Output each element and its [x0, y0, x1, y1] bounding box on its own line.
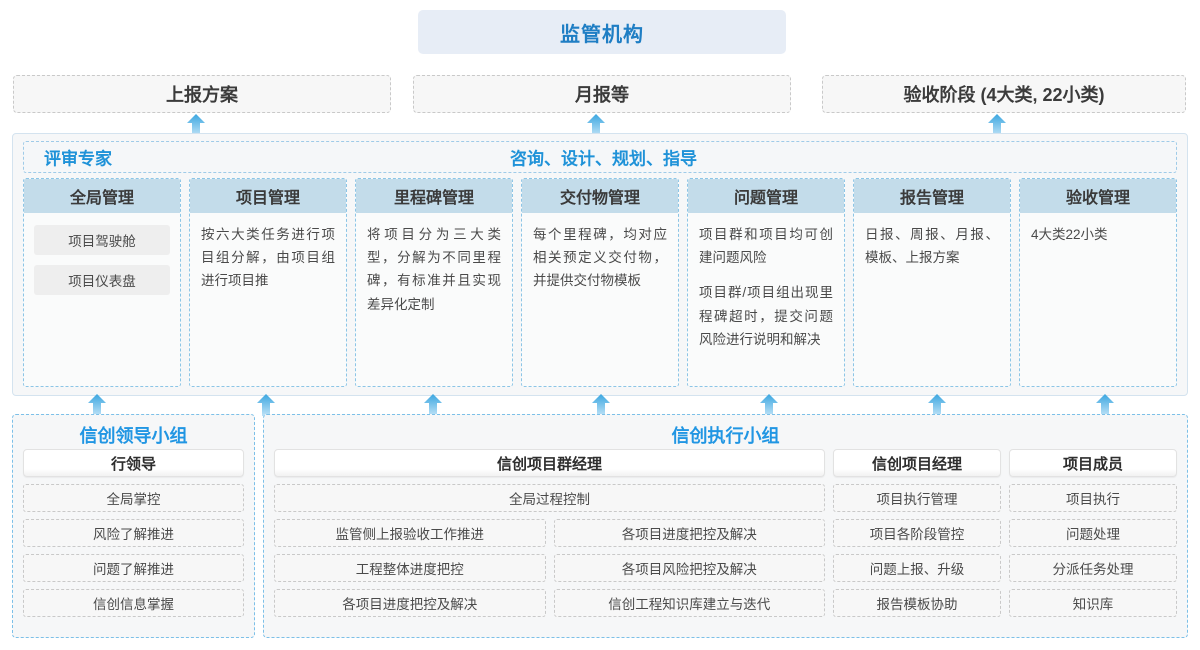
role-header-program-manager[interactable]: 信创项目群经理: [274, 449, 825, 477]
card-title: 交付物管理: [522, 179, 678, 213]
card-title: 里程碑管理: [356, 179, 512, 213]
card-body: 每个里程碑，均对应相关预定义交付物，并提供交付物模板: [522, 213, 678, 303]
task-item[interactable]: 问题处理: [1009, 519, 1177, 547]
management-card-project[interactable]: 项目管理 按六大类任务进行项目组分解，由项目组进行项目推: [189, 178, 347, 387]
report-box-monthly-report[interactable]: 月报等: [413, 75, 791, 113]
project-member-column: 项目成员 项目执行 问题处理 分派任务处理 知识库: [1009, 449, 1177, 617]
task-item[interactable]: 各项目进度把控及解决: [553, 519, 825, 547]
task-item[interactable]: 问题了解推进: [23, 554, 244, 582]
task-item[interactable]: 项目执行管理: [833, 484, 1001, 512]
label-review-experts: 评审专家: [44, 149, 112, 169]
arrow-up-icon: [1096, 394, 1114, 416]
program-manager-tasks: 全局过程控制 监管侧上报验收工作推进 各项目进度把控及解决 工程整体进度把控 各…: [274, 484, 825, 624]
card-title: 问题管理: [688, 179, 844, 213]
management-card-acceptance[interactable]: 验收管理 4大类22小类: [1019, 178, 1177, 387]
card-title: 报告管理: [854, 179, 1010, 213]
task-item[interactable]: 监管侧上报验收工作推进: [274, 519, 546, 547]
card-title: 项目管理: [190, 179, 346, 213]
card-title: 全局管理: [24, 179, 180, 213]
management-card-deliverable[interactable]: 交付物管理 每个里程碑，均对应相关预定义交付物，并提供交付物模板: [521, 178, 679, 387]
organization-row: 信创领导小组 行领导 全局掌控 风险了解推进 问题了解推进 信创信息掌握 信创执…: [12, 414, 1188, 638]
management-card-milestone[interactable]: 里程碑管理 将项目分为三大类型，分解为不同里程碑，有标准并且实现差异化定制: [355, 178, 513, 387]
report-box-acceptance-stage[interactable]: 验收阶段 (4大类, 22小类): [822, 75, 1186, 113]
project-manager-column: 信创项目经理 项目执行管理 项目各阶段管控 问题上报、升级 报告模板协助: [833, 449, 1001, 617]
management-card-row: 全局管理 项目驾驶舱 项目仪表盘 项目管理 按六大类任务进行项目组分解，由项目组…: [23, 178, 1177, 387]
report-box-label: 上报方案: [166, 85, 238, 105]
leader-group-panel: 信创领导小组 行领导 全局掌控 风险了解推进 问题了解推进 信创信息掌握: [12, 414, 255, 638]
management-card-report[interactable]: 报告管理 日报、周报、月报、模板、上报方案: [853, 178, 1011, 387]
arrow-up-icon: [257, 394, 275, 416]
program-manager-column: 信创项目群经理 全局过程控制 监管侧上报验收工作推进 各项目进度把控及解决 工程…: [274, 449, 825, 624]
task-item[interactable]: 分派任务处理: [1009, 554, 1177, 582]
task-item[interactable]: 全局掌控: [23, 484, 244, 512]
task-item[interactable]: 报告模板协助: [833, 589, 1001, 617]
card-paragraph: 项目群和项目均可创建问题风险: [699, 227, 833, 266]
task-item[interactable]: 全局过程控制: [274, 484, 825, 512]
pill-item[interactable]: 项目驾驶舱: [34, 225, 170, 255]
arrow-up-icon: [928, 394, 946, 416]
role-header-project-manager[interactable]: 信创项目经理: [833, 449, 1001, 477]
task-item[interactable]: 知识库: [1009, 589, 1177, 617]
card-paragraph: 将项目分为三大类型，分解为不同里程碑，有标准并且实现差异化定制: [367, 227, 501, 312]
report-box-label: 月报等: [575, 85, 629, 105]
card-paragraph: 项目群/项目组出现里程碑超时，提交问题风险进行说明和解决: [699, 285, 833, 347]
regulator-banner: 监管机构: [418, 10, 786, 54]
arrow-up-icon: [587, 114, 605, 136]
task-item[interactable]: 信创信息掌握: [23, 589, 244, 617]
task-item[interactable]: 问题上报、升级: [833, 554, 1001, 582]
regulator-label: 监管机构: [560, 23, 644, 46]
card-body: 将项目分为三大类型，分解为不同里程碑，有标准并且实现差异化定制: [356, 213, 512, 326]
task-item[interactable]: 信创工程知识库建立与迭代: [553, 589, 825, 617]
task-item[interactable]: 各项目进度把控及解决: [274, 589, 546, 617]
card-body: 4大类22小类: [1020, 213, 1176, 256]
card-paragraph: 每个里程碑，均对应相关预定义交付物，并提供交付物模板: [533, 227, 667, 289]
card-body: 日报、周报、月报、模板、上报方案: [854, 213, 1010, 279]
role-header-bank-leader[interactable]: 行领导: [23, 449, 244, 477]
arrow-up-icon: [187, 114, 205, 136]
card-body: 项目群和项目均可创建问题风险 项目群/项目组出现里程碑超时，提交问题风险进行说明…: [688, 213, 844, 361]
task-item[interactable]: 项目执行: [1009, 484, 1177, 512]
card-body: 按六大类任务进行项目组分解，由项目组进行项目推: [190, 213, 346, 303]
arrow-up-icon: [424, 394, 442, 416]
task-item[interactable]: 工程整体进度把控: [274, 554, 546, 582]
exec-group-title: 信创执行小组: [671, 426, 780, 446]
arrow-up-icon: [988, 114, 1006, 136]
arrow-up-icon: [592, 394, 610, 416]
task-item[interactable]: 风险了解推进: [23, 519, 244, 547]
task-item[interactable]: 各项目风险把控及解决: [553, 554, 825, 582]
pill-item[interactable]: 项目仪表盘: [34, 265, 170, 295]
role-header-project-member[interactable]: 项目成员: [1009, 449, 1177, 477]
card-paragraph: 日报、周报、月报、模板、上报方案: [865, 227, 999, 266]
card-title: 验收管理: [1020, 179, 1176, 213]
exec-columns: 信创项目群经理 全局过程控制 监管侧上报验收工作推进 各项目进度把控及解决 工程…: [274, 449, 1177, 624]
card-body: 项目驾驶舱 项目仪表盘: [24, 213, 180, 305]
exec-group-panel: 信创执行小组 信创项目群经理 全局过程控制 监管侧上报验收工作推进 各项目进度把…: [263, 414, 1188, 638]
label-consulting-services: 咨询、设计、规划、指导: [510, 149, 697, 169]
card-paragraph: 4大类22小类: [1031, 227, 1108, 242]
task-item[interactable]: 项目各阶段管控: [833, 519, 1001, 547]
management-panel: 评审专家 咨询、设计、规划、指导 全局管理 项目驾驶舱 项目仪表盘 项目管理 按…: [12, 133, 1188, 396]
management-header-strip: 评审专家 咨询、设计、规划、指导: [23, 141, 1177, 173]
arrow-up-icon: [760, 394, 778, 416]
report-box-submission-plan[interactable]: 上报方案: [13, 75, 391, 113]
leader-group-title: 信创领导小组: [79, 426, 188, 446]
report-box-label: 验收阶段 (4大类, 22小类): [903, 85, 1105, 105]
arrow-up-icon: [88, 394, 106, 416]
management-card-global[interactable]: 全局管理 项目驾驶舱 项目仪表盘: [23, 178, 181, 387]
card-paragraph: 按六大类任务进行项目组分解，由项目组进行项目推: [201, 227, 335, 289]
management-card-issue[interactable]: 问题管理 项目群和项目均可创建问题风险 项目群/项目组出现里程碑超时，提交问题风…: [687, 178, 845, 387]
